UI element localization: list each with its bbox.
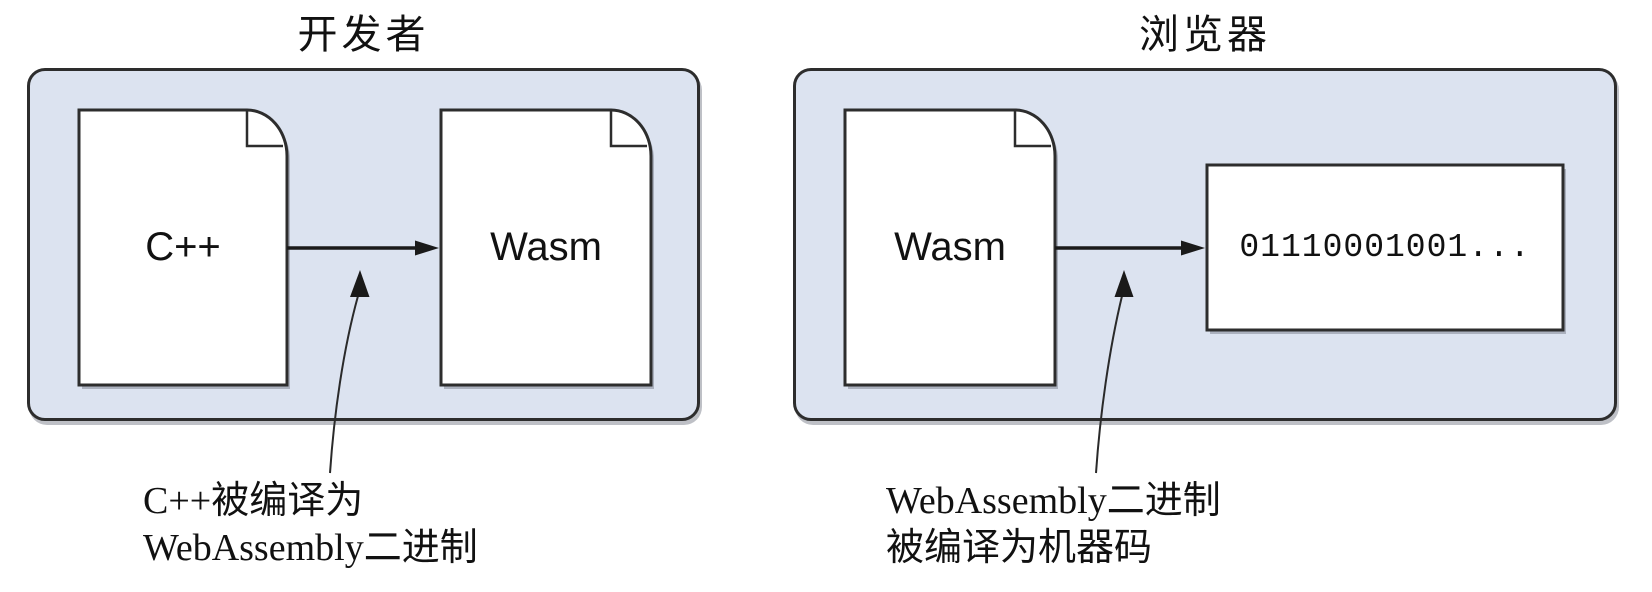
compile-arrow-browser-head-icon xyxy=(1181,240,1205,256)
wasm-browser-document-label: Wasm xyxy=(894,225,1006,269)
annotation-leader-right-head-icon xyxy=(1114,270,1134,297)
right-annotation-line1: WebAssembly二进制 xyxy=(886,480,1221,522)
cpp-document-shape xyxy=(77,108,289,387)
compile-arrow-dev-head-icon xyxy=(415,240,439,256)
right-annotation: WebAssembly二进制 被编译为机器码 xyxy=(886,478,1221,572)
developer-panel-title: 开发者 xyxy=(297,12,430,57)
wasm-dev-document-fold-icon xyxy=(609,110,647,148)
wasm-dev-document-shape xyxy=(439,108,653,387)
left-annotation-line1: C++被编译为 xyxy=(143,480,364,522)
machine-code-label: 01110001001... xyxy=(1239,229,1531,266)
machine-code-box xyxy=(1205,163,1565,332)
browser-panel-title: 浏览器 xyxy=(1139,12,1271,57)
left-annotation-line2: WebAssembly二进制 xyxy=(143,527,478,569)
wasm-browser-document-shape xyxy=(843,108,1057,387)
cpp-document-fold-icon xyxy=(245,110,283,148)
wasm-browser-document-fold-icon xyxy=(1013,110,1051,148)
cpp-document-label: C++ xyxy=(145,225,221,269)
wasm-dev-document-label: Wasm xyxy=(490,225,602,269)
right-annotation-line2: 被编译为机器码 xyxy=(886,527,1153,569)
annotation-leader-left xyxy=(329,295,359,474)
left-annotation: C++被编译为 WebAssembly二进制 xyxy=(143,478,478,572)
annotation-leader-right xyxy=(1095,295,1123,474)
annotation-leader-left-head-icon xyxy=(350,270,370,297)
